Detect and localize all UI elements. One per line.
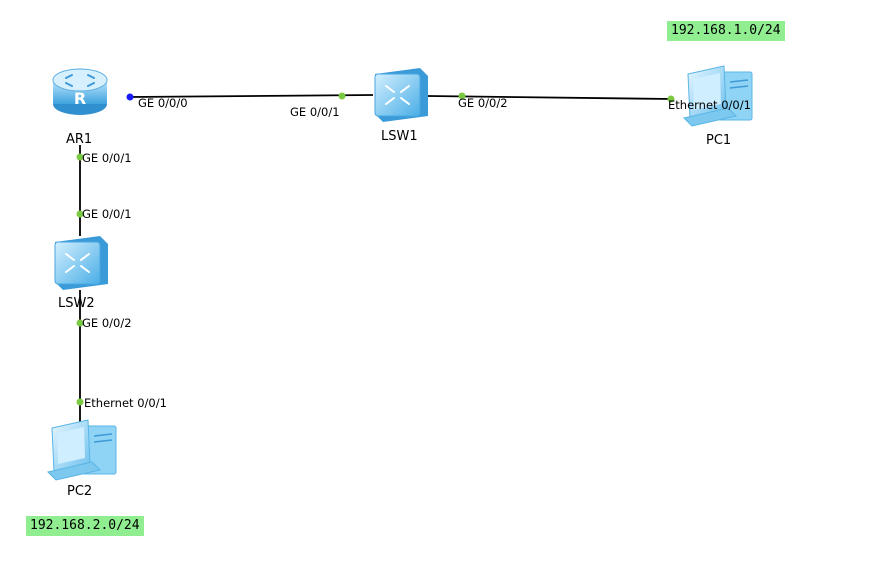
port-label-pc2-eth: Ethernet 0/0/1 (84, 396, 167, 410)
port-dot[interactable] (338, 92, 346, 100)
port-label-ar1-ge000: GE 0/0/0 (138, 96, 188, 110)
port-dot[interactable] (76, 398, 84, 406)
link-lsw1-pc1[interactable] (427, 95, 673, 100)
pc-icon[interactable] (683, 65, 753, 127)
subnet-label-bottom: 192.168.2.0/24 (26, 516, 144, 536)
port-label-lsw1-ge002: GE 0/0/2 (458, 96, 508, 110)
switch-icon[interactable] (54, 236, 108, 290)
device-label-lsw1: LSW1 (381, 129, 418, 144)
port-label-lsw2-ge002: GE 0/0/2 (82, 316, 132, 330)
port-label-pc1-eth: Ethernet 0/0/1 (668, 98, 751, 112)
port-dot[interactable] (126, 93, 134, 101)
subnet-label-top: 192.168.1.0/24 (667, 21, 785, 41)
router-icon[interactable]: R (52, 68, 108, 115)
port-dot[interactable] (667, 95, 675, 103)
port-dot[interactable] (76, 319, 84, 327)
device-label-pc1: PC1 (706, 133, 732, 148)
device-label-pc2: PC2 (67, 484, 93, 499)
port-dot[interactable] (76, 210, 84, 218)
port-label-ar1-ge001: GE 0/0/1 (82, 151, 132, 165)
device-label-lsw2: LSW2 (58, 296, 95, 311)
port-dot[interactable] (458, 92, 466, 100)
device-label-ar1: AR1 (66, 132, 93, 147)
port-label-lsw1-ge001: GE 0/0/1 (290, 105, 340, 119)
port-dot[interactable] (76, 153, 84, 161)
link-ar1-lsw1[interactable] (129, 94, 374, 98)
svg-text:R: R (74, 89, 86, 108)
pc-icon[interactable] (47, 419, 117, 481)
switch-icon[interactable] (374, 68, 428, 122)
port-label-lsw2-ge001: GE 0/0/1 (82, 207, 132, 221)
